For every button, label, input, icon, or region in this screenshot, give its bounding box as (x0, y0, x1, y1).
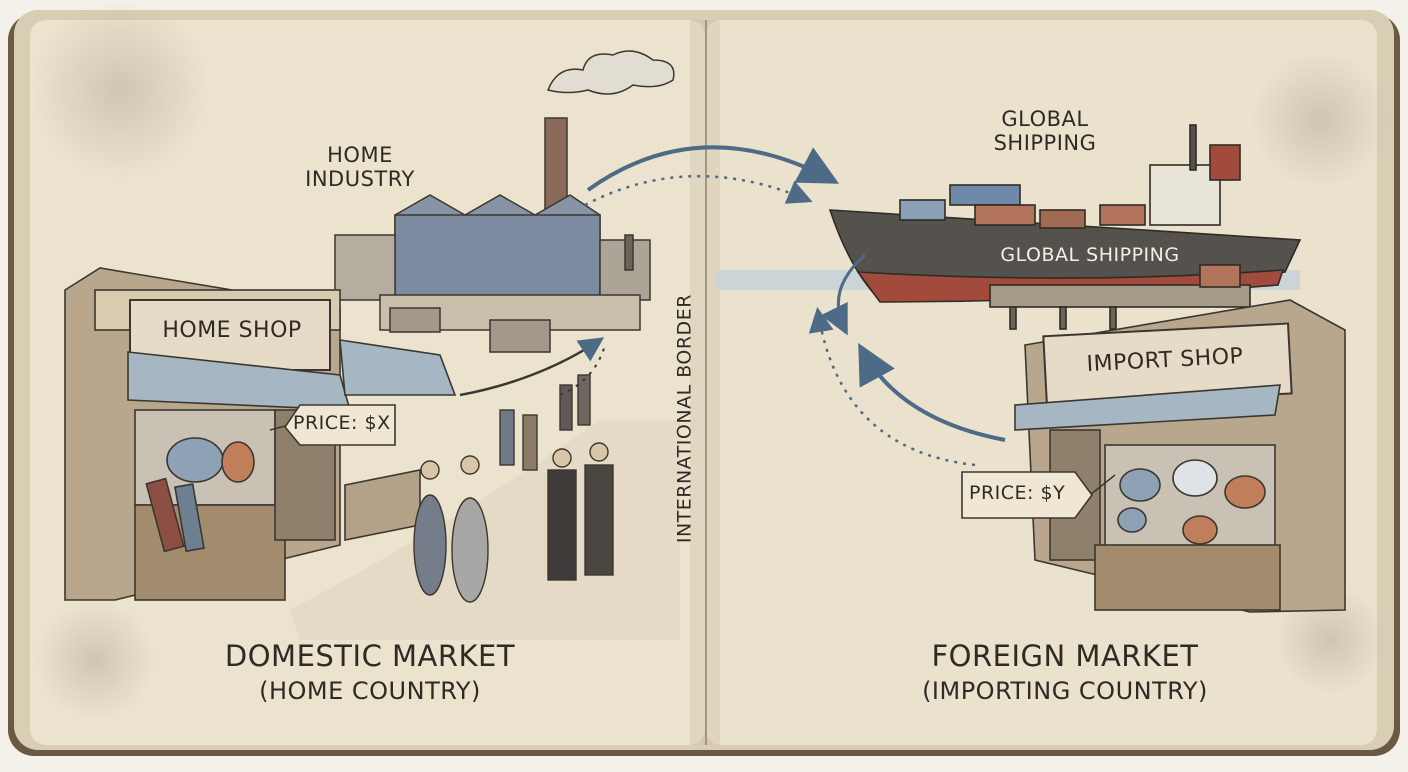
domestic-arrow-solid (459, 337, 605, 397)
global-shipping-line2: SHIPPING (993, 130, 1097, 155)
street-scene (290, 374, 680, 640)
cargo-ship-illustration (715, 124, 1302, 330)
home-industry-line2: INDUSTRY (305, 166, 415, 191)
domestic-arrow-dotted (559, 344, 606, 396)
home-industry-label: HOME INDUSTRY (300, 143, 420, 191)
import-shop-illustration (1014, 299, 1346, 613)
price-tag-import: PRICE: $Y (969, 482, 1066, 504)
home-shop-sign: HOME SHOP (162, 318, 302, 343)
foreign-market-subtitle: (IMPORTING COUNTRY) (922, 677, 1208, 705)
export-arrow-solid (586, 145, 840, 192)
foreign-market-title: FOREIGN MARKET (931, 639, 1199, 673)
international-border-label: INTERNATIONAL BORDER (673, 294, 696, 544)
price-tag-import-shape (961, 471, 1116, 519)
export-arrow-dotted (584, 175, 813, 207)
import-arrow-solid (858, 342, 1006, 442)
ship-to-shore-arrow (820, 253, 866, 336)
global-shipping-label: GLOBAL SHIPPING (960, 107, 1130, 155)
factory-illustration (334, 50, 675, 353)
trade-flow-arrows (459, 145, 1006, 467)
import-arrow-dotted (808, 307, 976, 467)
domestic-market-subtitle: (HOME COUNTRY) (259, 677, 481, 705)
home-industry-line1: HOME (327, 143, 393, 167)
price-tag-home-shape (269, 404, 396, 446)
global-shipping-line1: GLOBAL (1001, 107, 1089, 131)
home-shop-illustration (64, 267, 457, 601)
domestic-market-title: DOMESTIC MARKET (224, 639, 516, 673)
ship-hull-label: GLOBAL SHIPPING (1000, 244, 1180, 266)
price-tag-home: PRICE: $X (293, 412, 391, 434)
